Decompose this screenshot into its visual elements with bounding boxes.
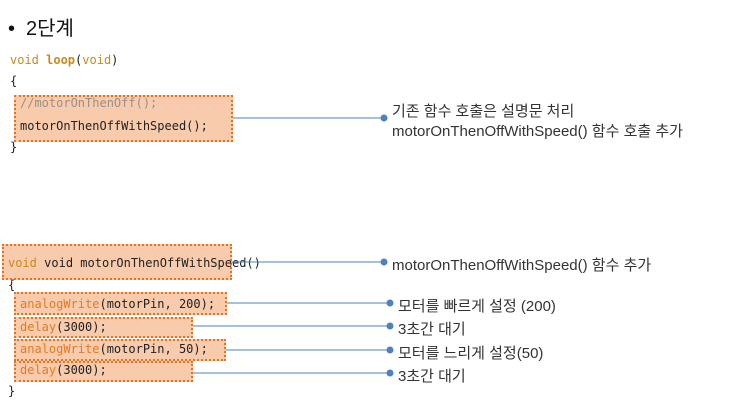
- function-open-brace: {: [8, 278, 16, 292]
- slide-title-text: 2단계: [26, 18, 74, 40]
- line-highlight-2: [14, 317, 193, 338]
- loop-body-highlight: [14, 95, 233, 142]
- connector-dot-6: [386, 369, 394, 377]
- connector-dot-5: [386, 346, 394, 354]
- line-highlight-4: [14, 361, 193, 382]
- new-call-line: motorOnThenOffWithSpeed();: [20, 119, 208, 133]
- connector-dot-3: [386, 299, 394, 307]
- bullet-icon: •: [8, 18, 16, 40]
- code-line-4: delay(3000);: [20, 363, 107, 377]
- connector-dot-1: [380, 114, 388, 122]
- loop-open-brace: {: [10, 74, 18, 88]
- function-signature: void void motorOnThenOffWithSpeed(): [8, 256, 261, 270]
- line-highlight-3: [14, 339, 226, 361]
- annotation-3: 모터를 빠르게 설정 (200): [398, 298, 556, 315]
- line-highlight-1: [14, 292, 227, 315]
- code-line-1: analogWrite(motorPin, 200);: [20, 297, 216, 311]
- connector-dot-2: [380, 258, 388, 266]
- commented-call-line: //motorOnThenOff();: [20, 96, 158, 110]
- annotation-1-line2: motorOnThenOffWithSpeed() 함수 호출 추가: [392, 123, 683, 140]
- connector-dot-4: [386, 322, 394, 330]
- annotation-1-line1: 기존 함수 호출은 설명문 처리: [392, 103, 575, 120]
- annotation-2: motorOnThenOffWithSpeed() 함수 추가: [392, 257, 652, 274]
- loop-signature: void loop(void): [10, 53, 119, 67]
- function-signature-highlight: [2, 244, 232, 280]
- annotation-6: 3초간 대기: [398, 368, 466, 385]
- loop-close-brace: }: [10, 140, 18, 154]
- code-line-2: delay(3000);: [20, 320, 107, 334]
- function-close-brace: }: [8, 384, 16, 398]
- code-line-3: analogWrite(motorPin, 50);: [20, 342, 208, 356]
- annotation-4: 3초간 대기: [398, 321, 466, 338]
- annotation-5: 모터를 느리게 설정(50): [398, 345, 544, 362]
- slide-title: • 2단계: [8, 12, 74, 41]
